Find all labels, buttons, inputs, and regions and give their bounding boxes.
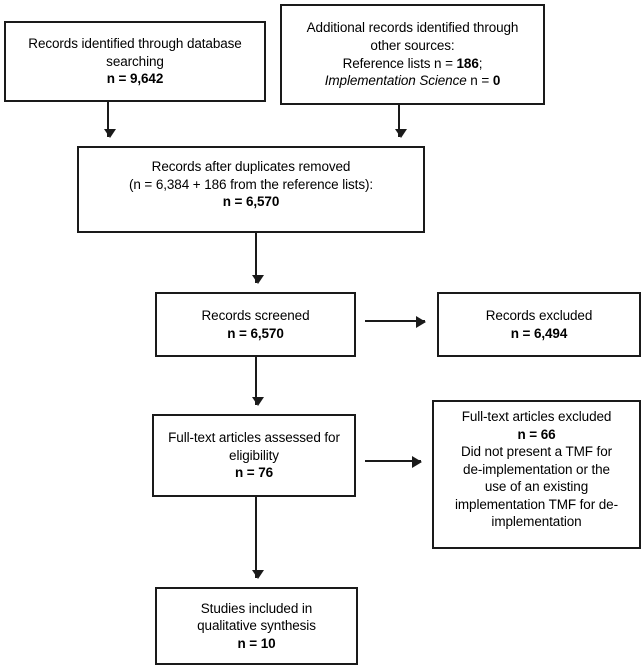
node-line: Records identified through database: [28, 36, 242, 52]
node-records-after-duplicates-removed: Records after duplicates removed (n = 6,…: [77, 146, 425, 233]
count-value: 186: [456, 55, 479, 71]
node-records-identified-database: Records identified through database sear…: [4, 21, 266, 102]
node-records-screened: Records screened n = 6,570: [155, 292, 356, 357]
node-count-line: n = 6,494: [486, 325, 592, 343]
node-count-line: n = 76: [168, 464, 340, 482]
node-line: Records after duplicates removed: [151, 159, 351, 174]
count-label: n =: [222, 194, 246, 210]
node-line: Additional records identified through: [306, 20, 519, 36]
count-value: 6,570: [245, 194, 280, 210]
count-suffix: ;: [478, 55, 483, 71]
count-label: n =: [234, 465, 259, 481]
arrow-fulltext-to-included: [252, 497, 264, 579]
node-count-line: n = 9,642: [28, 70, 241, 88]
node-line: eligibility: [229, 447, 279, 463]
node-count-line: n = 6,570: [202, 325, 310, 343]
node-count-line: Reference lists n = 186;: [307, 55, 519, 73]
node-count-line: n = 66: [455, 426, 618, 444]
node-line: use of an existing: [484, 479, 589, 495]
node-count-line: Implementation Science n = 0: [307, 72, 519, 90]
node-line: qualitative synthesis: [197, 618, 316, 634]
node-fulltext-articles-excluded: Full-text articles excluded n = 66 Did n…: [432, 400, 641, 549]
count-label: n =: [466, 73, 493, 89]
count-label: n =: [227, 325, 251, 341]
node-line: Records screened: [201, 307, 310, 323]
count-value: 76: [258, 465, 274, 481]
arrow-screened-to-excluded: [365, 316, 426, 328]
node-studies-included-qualitative-synthesis: Studies included in qualitative synthesi…: [155, 587, 358, 665]
count-value: 6,570: [250, 325, 284, 341]
count-value: 0: [492, 73, 501, 89]
node-line: Did not present a TMF for: [460, 444, 613, 460]
node-line: searching: [106, 53, 164, 69]
node-line: de-implementation or the: [463, 461, 610, 477]
node-count-line: n = 6,570: [129, 193, 373, 211]
count-label: n =: [510, 325, 534, 341]
count-value: 66: [540, 426, 556, 442]
count-label: n =: [106, 71, 130, 87]
node-line: Full-text articles excluded: [461, 409, 612, 424]
node-line: Studies included in: [200, 600, 313, 616]
node-line: implementation TMF for de-: [455, 496, 618, 512]
count-label: n =: [237, 635, 261, 651]
count-label: n =: [517, 426, 541, 442]
node-line: Records excluded: [485, 307, 593, 323]
node-line: Full-text articles assessed for: [168, 430, 340, 446]
arrow-screened-to-fulltext: [252, 357, 264, 406]
arrow-database-to-duplicates: [104, 102, 116, 138]
node-additional-records-other-sources: Additional records identified through ot…: [280, 4, 545, 105]
count-value: 9,642: [129, 71, 164, 87]
node-line: (n = 6,384 + 186 from the reference list…: [128, 176, 374, 192]
count-value: 6,494: [533, 325, 568, 341]
node-records-excluded: Records excluded n = 6,494: [437, 292, 641, 357]
journal-name: Implementation Science: [324, 73, 467, 89]
node-line: other sources:: [370, 37, 455, 53]
arrow-duplicates-to-screened: [252, 233, 264, 284]
node-line: implementation: [491, 514, 582, 530]
count-value: 10: [260, 635, 276, 651]
arrow-fulltext-to-excluded: [365, 456, 422, 468]
count-label: Reference lists n =: [342, 55, 457, 71]
arrow-other-sources-to-duplicates: [395, 105, 407, 138]
node-count-line: n = 10: [197, 635, 316, 653]
node-fulltext-articles-assessed: Full-text articles assessed for eligibil…: [152, 414, 356, 497]
